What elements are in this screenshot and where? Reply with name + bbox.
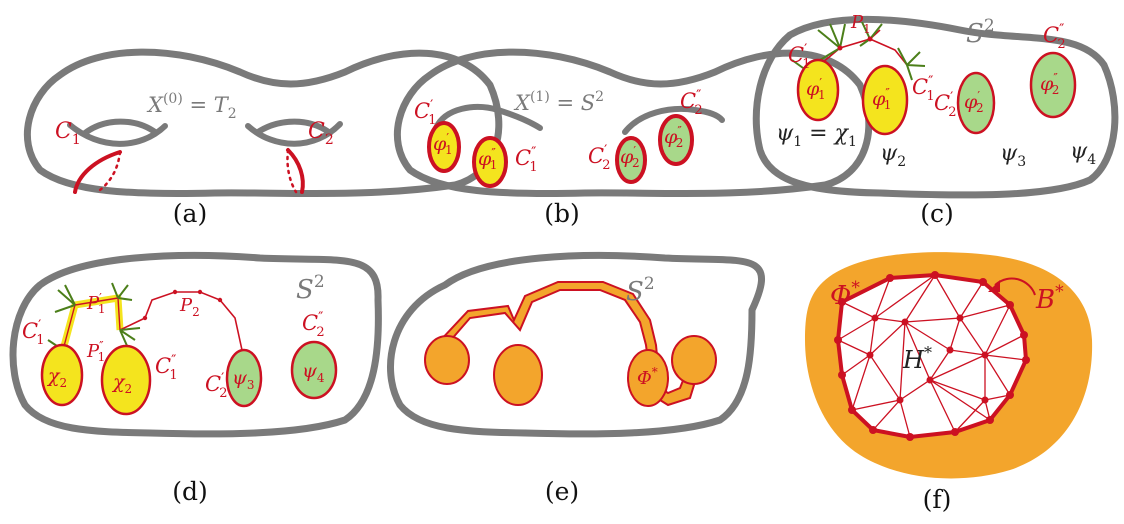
path-P2 — [119, 291, 243, 351]
mesh-vertices — [834, 271, 1030, 441]
disk-chi2-left — [40, 343, 84, 407]
disk-phi1-dblprime — [472, 136, 508, 188]
label-C2-dblprime-c: C″2 — [1043, 22, 1066, 52]
panel-f: Φ* B* H* (f) — [805, 252, 1093, 514]
curve-C2 — [286, 148, 305, 194]
label-P1-c: P1 — [850, 12, 871, 36]
node-c2 — [867, 36, 873, 42]
right-hole-upper — [255, 118, 333, 136]
label-B-star-f: B* — [1035, 282, 1064, 315]
label-H-star-f: H* — [902, 343, 932, 374]
disk-phi1-prime — [427, 121, 461, 173]
label-S2-d: S2 — [296, 272, 325, 305]
label-psi3: ψ3 — [1000, 141, 1026, 170]
node-d2 — [172, 289, 178, 295]
label-S2-e: S2 — [626, 274, 655, 307]
label-chi2-left: χ2 — [46, 365, 67, 390]
label-S2-c: S2 — [966, 16, 995, 49]
disk-phi2-dblprime — [658, 114, 694, 166]
label-C1-dblprime-c: C″1 — [912, 74, 935, 104]
label-psi2: ψ2 — [880, 141, 906, 170]
label-phi1-dblprime: φ″1 — [478, 146, 497, 172]
label-X1: X(1) = S2 — [513, 89, 604, 115]
label-C1: C1 — [55, 119, 81, 148]
label-phi2-dblprime: φ″2 — [664, 124, 683, 150]
disk-phi1-prime-c — [796, 58, 840, 122]
panel-c: S2 P1 C′1 φ′1 φ″1 C″1 C′2 φ′2 φ″2 C″2 ψ1… — [752, 12, 1119, 228]
sphere-outline-d — [9, 251, 382, 438]
left-hole-cut — [433, 104, 543, 131]
orange-disk-3 — [627, 349, 669, 407]
label-X0: X(0) = T2 — [146, 91, 237, 122]
boundary-B-star — [835, 272, 1029, 440]
label-psi1-eq-chi1: ψ1 = χ1 — [776, 121, 857, 150]
path-P1-outline — [62, 297, 121, 351]
disk-psi4-d — [290, 340, 338, 400]
label-C2-prime-c: C′2 — [934, 90, 957, 120]
label-chi2-right: χ2 — [111, 371, 132, 396]
label-phi2-prime: φ′2 — [620, 144, 640, 170]
leaf-bundle-right — [897, 47, 926, 81]
leaf-bundle-d-left — [47, 284, 76, 351]
sphere-outline-c — [752, 15, 1119, 199]
cut-surface-outline — [393, 48, 873, 198]
label-phi2-dblprime-c: φ″2 — [1040, 71, 1059, 97]
orange-disk-4 — [671, 335, 717, 385]
panel-e: S2 Φ* (e) — [387, 251, 765, 506]
left-hole-upper — [82, 118, 158, 136]
label-Phi-star-f: Φ* — [830, 278, 860, 311]
curve-C2-hidden — [286, 148, 298, 194]
label-C1-prime-c: C′1 — [788, 42, 811, 72]
disk-phi1-dblprime-c — [861, 64, 909, 136]
label-phi2-prime-c: φ′2 — [964, 89, 984, 115]
right-hole-cut — [622, 105, 725, 135]
caption-b: (b) — [544, 199, 580, 228]
curve-C1 — [73, 150, 122, 194]
label-psi3-d: ψ3 — [232, 367, 255, 392]
node-d4 — [217, 297, 223, 303]
node-d1 — [142, 315, 148, 321]
leaf-bundle-left — [791, 23, 846, 83]
node-d3 — [197, 289, 203, 295]
caption-e: (e) — [545, 477, 579, 506]
label-C1-dblprime-d: C″1 — [155, 353, 178, 383]
label-phi1-dblprime-c: φ″1 — [872, 86, 891, 112]
leaf-bundle-d-mid — [111, 282, 133, 301]
label-P2-d: P2 — [179, 295, 200, 319]
label-C2-prime: C′2 — [588, 143, 611, 173]
caption-c: (c) — [920, 199, 954, 228]
label-C2: C2 — [308, 119, 334, 148]
label-C1-dblprime: C″1 — [515, 145, 538, 175]
disk-phi2-dblprime-c — [1029, 51, 1077, 119]
disk-psi3-d — [225, 348, 263, 408]
node-c1 — [837, 45, 843, 51]
disk-phi2-prime-c — [956, 71, 996, 135]
arrowhead — [988, 280, 1000, 292]
label-C1-prime-d: C′1 — [22, 318, 45, 348]
label-P1-dblprime-d: P″1 — [86, 339, 105, 364]
label-C2-dblprime-d: C″2 — [302, 310, 325, 340]
sphere-outline-e — [387, 251, 765, 438]
panel-b: X(1) = S2 C′1 φ′1 φ″1 C″1 C′2 φ′2 φ″2 C″… — [393, 48, 873, 228]
caption-f: (f) — [923, 485, 952, 514]
orange-disk-1 — [424, 335, 470, 385]
caption-a: (a) — [173, 199, 207, 228]
orange-blob-Phi — [424, 281, 717, 407]
orange-disk-2 — [493, 344, 543, 406]
disk-phi2-prime — [615, 136, 647, 184]
curve-C1-hidden — [98, 150, 122, 192]
label-psi4-d: ψ4 — [302, 360, 325, 385]
label-Phi-star-e: Φ* — [637, 365, 658, 389]
disk-chi2-right — [100, 344, 152, 416]
label-C2-prime-d: C′2 — [205, 371, 228, 401]
label-C2-dblprime: C″2 — [680, 88, 703, 118]
label-C1-prime: C′1 — [414, 98, 437, 128]
label-phi1-prime: φ′1 — [433, 131, 453, 157]
panel-d: S2 P′1 P″1 P2 C′1 χ2 χ2 C″1 C′2 ψ3 ψ4 C″… — [9, 251, 382, 506]
label-P1-prime-d: P′1 — [86, 291, 106, 316]
caption-d: (d) — [172, 477, 208, 506]
label-phi1-prime-c: φ′1 — [806, 76, 826, 102]
label-psi4: ψ4 — [1070, 139, 1096, 168]
